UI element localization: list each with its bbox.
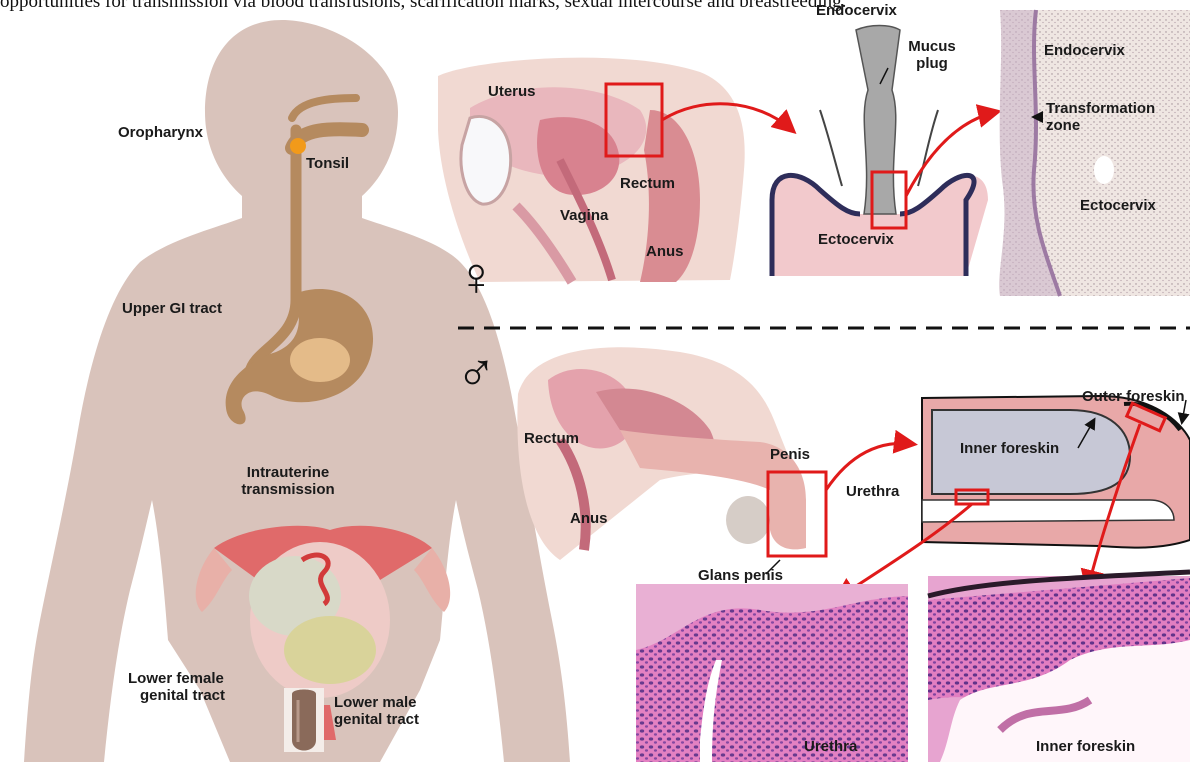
foreskin-cross-section xyxy=(922,396,1190,548)
label-rectum-male: Rectum xyxy=(524,430,579,447)
label-endocervix: Endocervix xyxy=(816,2,897,19)
label-histology-inner-foreskin: Inner foreskin xyxy=(1036,738,1135,755)
label-tonsil: Tonsil xyxy=(306,155,349,172)
label-oropharynx: Oropharynx xyxy=(118,124,203,141)
label-inner-foreskin: Inner foreskin xyxy=(960,440,1059,457)
label-anus-male: Anus xyxy=(570,510,608,527)
label-upper-gi-tract: Upper GI tract xyxy=(122,300,222,317)
inner-foreskin-histology xyxy=(928,572,1190,762)
tonsil-marker xyxy=(290,138,306,154)
male-symbol-icon: ♂ xyxy=(456,346,497,400)
label-vagina: Vagina xyxy=(560,207,608,224)
label-rectum-female: Rectum xyxy=(620,175,675,192)
male-pelvis xyxy=(517,347,806,560)
label-ectocervix: Ectocervix xyxy=(818,231,894,248)
label-urethra: Urethra xyxy=(846,483,899,500)
label-penis: Penis xyxy=(770,446,810,463)
male-genital-thumbnail xyxy=(284,688,324,752)
label-histology-endocervix: Endocervix xyxy=(1044,42,1125,59)
female-symbol-icon: ♀ xyxy=(456,250,497,304)
label-histology-urethra: Urethra xyxy=(804,738,857,755)
label-outer-foreskin: Outer foreskin xyxy=(1082,388,1185,405)
label-uterus: Uterus xyxy=(488,83,536,100)
label-histology-ectocervix: Ectocervix xyxy=(1080,197,1156,214)
label-glans-penis: Glans penis xyxy=(698,567,783,584)
label-anus-female: Anus xyxy=(646,243,684,260)
urethra-histology xyxy=(636,584,908,762)
